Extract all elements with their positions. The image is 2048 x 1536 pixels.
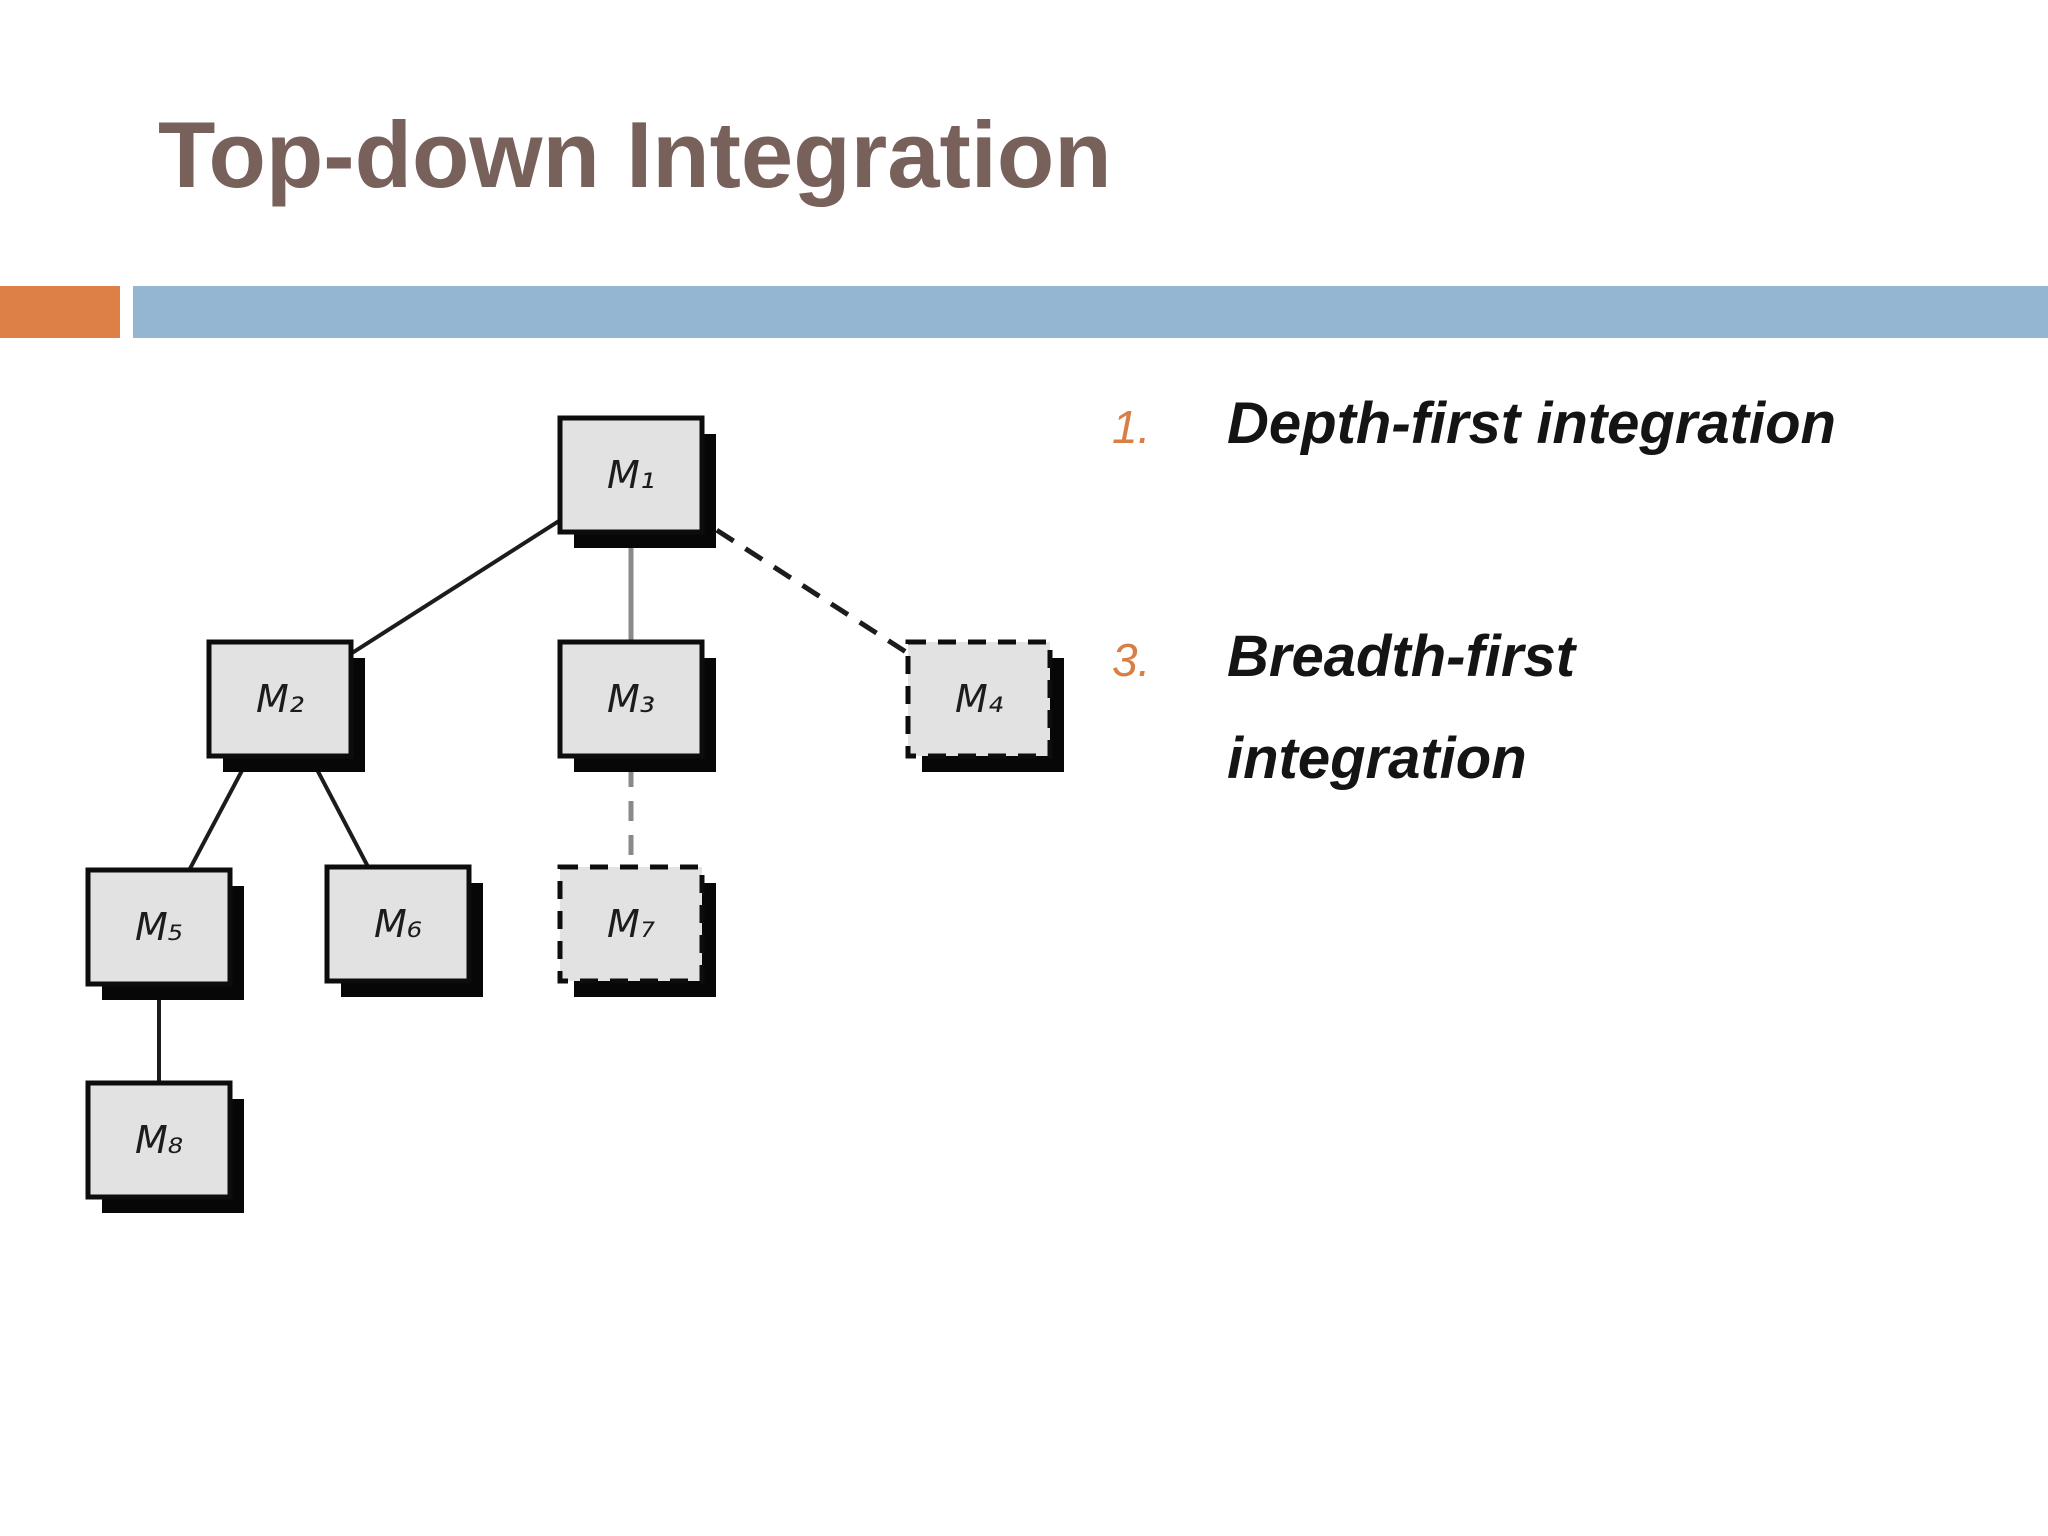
list-item-number: 1. [1112, 401, 1151, 453]
module-node-M8: M₈ [85, 1080, 244, 1213]
module-node-M5: M₅ [85, 867, 244, 1000]
module-node-M1: M₁ [557, 415, 716, 548]
module-node-M7: M₇ [557, 864, 716, 997]
list-item-label: Breadth-first integration [1227, 624, 1576, 791]
accent-bar-blue [133, 286, 2048, 338]
list-item-depth-first: 1. Depth-first integration [1112, 373, 1836, 475]
module-box-solid [85, 867, 233, 987]
module-node-M4: M₄ [905, 639, 1064, 772]
accent-bar-orange [0, 286, 120, 338]
list-item-breadth-first: 3. Breadth-first integration [1112, 606, 1787, 809]
module-label: M₆ [374, 902, 422, 946]
module-node-M3: M₃ [557, 639, 716, 772]
module-label: M₅ [135, 905, 183, 949]
list-item-label: Depth-first integration [1227, 391, 1836, 456]
module-label: M₃ [607, 677, 655, 721]
slide-title: Top-down Integration [158, 102, 1112, 207]
module-node-M6: M₆ [324, 864, 483, 997]
module-box-solid [557, 415, 705, 535]
module-label: M₁ [607, 453, 655, 497]
module-box-solid [85, 1080, 233, 1200]
list-item-number: 3. [1112, 634, 1151, 686]
module-label: M₄ [955, 677, 1003, 721]
module-box-solid [557, 639, 705, 759]
module-node-M2: M₂ [206, 639, 365, 772]
module-box-dashed [905, 639, 1053, 759]
module-box-solid [324, 864, 472, 984]
module-box-dashed [557, 864, 705, 984]
module-label: M₂ [256, 677, 304, 721]
module-label: M₇ [607, 902, 655, 946]
module-box-solid [206, 639, 354, 759]
module-label: M₈ [135, 1118, 183, 1162]
